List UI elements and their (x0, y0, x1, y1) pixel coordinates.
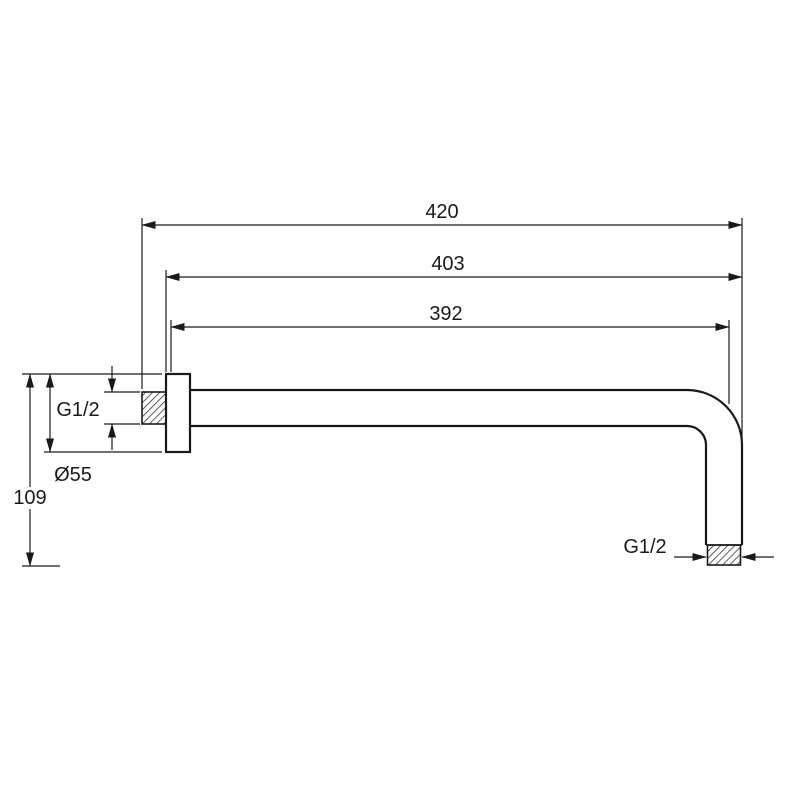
dim-392: 392 (170, 303, 730, 404)
dim-109-label: 109 (13, 487, 46, 509)
tube-inner-contour (190, 424, 708, 545)
dim-403: 403 (165, 253, 743, 372)
wall-thread-hatched (141, 391, 167, 425)
dim-thread-outlet-label: G1/2 (623, 536, 666, 558)
dim-420-label: 420 (425, 201, 458, 223)
dim-drop-height: 109 (8, 373, 60, 567)
dim-thread-outlet: G1/2 (623, 536, 774, 561)
outlet-thread-hatched (706, 544, 742, 566)
wall-flange (164, 372, 192, 454)
dim-flange-diameter: Ø55 (22, 373, 162, 486)
shower-arm-body (141, 372, 744, 566)
dim-flange-label: Ø55 (54, 464, 92, 486)
dim-420: 420 (141, 201, 743, 440)
dim-109-label-background (8, 487, 52, 509)
dim-thread-wall-label: G1/2 (56, 399, 99, 421)
dim-thread-wall: G1/2 (56, 366, 140, 450)
tube-outer-contour (190, 388, 744, 545)
dim-392-label: 392 (429, 303, 462, 325)
dim-403-label: 403 (431, 253, 464, 275)
